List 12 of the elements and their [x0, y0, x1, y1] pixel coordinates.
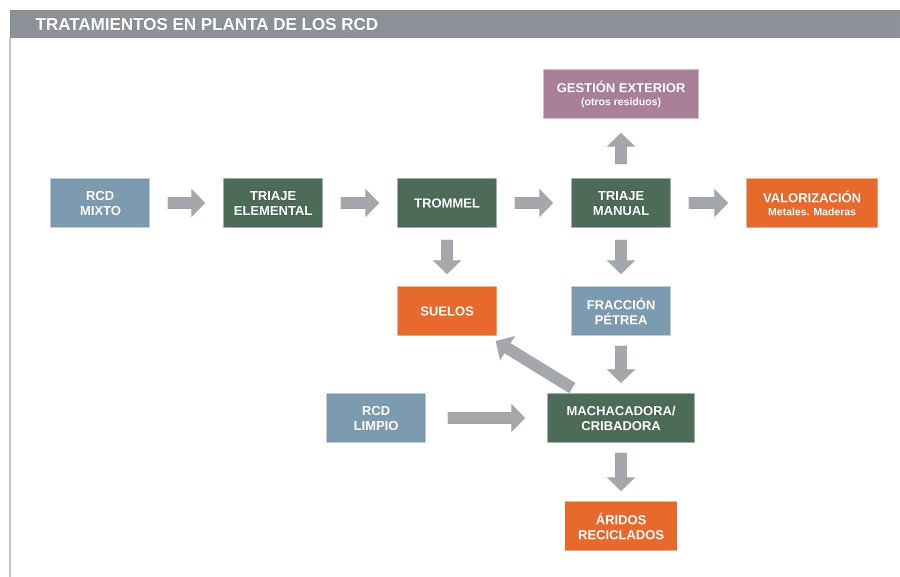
- process-box: VALORIZACIÓN Metales. Maderas: [746, 178, 878, 228]
- process-box: RCD LIMPIO: [326, 394, 426, 442]
- process-box: SUELOS: [398, 286, 496, 336]
- process-box: TRIAJE ELEMENTAL: [224, 178, 322, 228]
- process-box: GESTIÓN EXTERIOR (otros residuos): [544, 70, 698, 118]
- title-bar: TRATAMIENTOS EN PLANTA DE LOS RCD: [10, 10, 900, 38]
- process-box: TRIAJE MANUAL: [572, 178, 670, 228]
- process-box: RCD MIXTO: [50, 178, 150, 228]
- process-box: TROMMEL: [398, 178, 496, 228]
- process-box: ÁRIDOS RECICLADOS: [565, 502, 677, 550]
- process-box: MACHACADORA/ CRIBADORA: [548, 394, 694, 442]
- process-box: FRACCIÓN PÉTREA: [572, 286, 670, 336]
